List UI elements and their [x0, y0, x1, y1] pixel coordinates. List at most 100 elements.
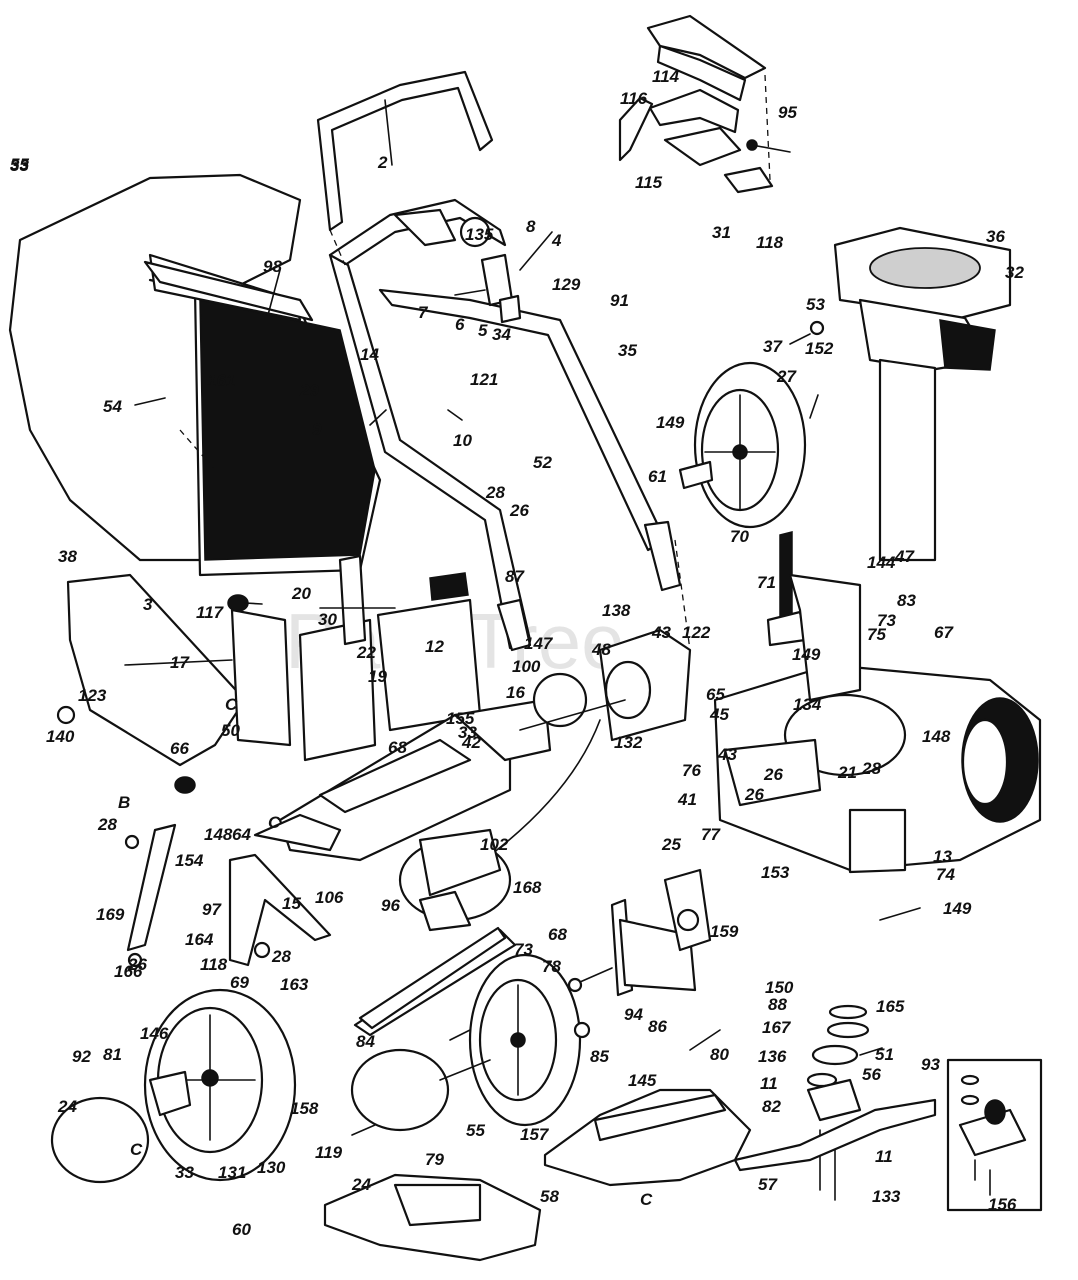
mower-handle [316, 70, 682, 652]
callout-label: 26 [763, 765, 783, 784]
callout-label: C [268, 813, 281, 832]
callout-label: 88 [768, 995, 787, 1014]
callout-label: 51 [875, 1045, 894, 1064]
callout-label: 167 [762, 1018, 792, 1037]
callout-label: 84 [356, 1032, 375, 1051]
callout-label: 21 [837, 763, 857, 782]
callout-label: 118 [756, 233, 784, 252]
callout-label: 25 [661, 835, 681, 854]
callout-label: 148 [922, 727, 951, 746]
callout-label: 133 [872, 1187, 901, 1206]
callout-label: 36 [986, 227, 1005, 246]
callout-label: 159 [710, 922, 739, 941]
callout-label: B [118, 793, 130, 812]
callout-label: 33 [175, 1163, 194, 1182]
callout-label: 145 [628, 1071, 657, 1090]
callout-label: 77 [701, 825, 721, 844]
callout-label: 83 [897, 591, 916, 610]
callout-label: 45 [709, 705, 729, 724]
callout-label: 67 [934, 623, 954, 642]
callout-label: 38 [58, 547, 77, 566]
leader-lines [124, 99, 921, 1136]
callout-label: 3 [143, 595, 153, 614]
callout-label: 65 [706, 685, 725, 704]
callout-label: 76 [682, 761, 701, 780]
callout-label: 94 [624, 1005, 643, 1024]
callout-label: 123 [78, 686, 107, 705]
callout-label: 31 [712, 223, 731, 242]
callout-label: 57 [758, 1175, 778, 1194]
discharge-plate [398, 828, 512, 932]
callout-label: 168 [513, 878, 542, 897]
callout-label: 60 [232, 1220, 251, 1239]
callout-label: 73 [514, 940, 533, 959]
callout-label: 149 [792, 645, 821, 664]
callout-label: 64 [232, 825, 251, 844]
engine [789, 226, 1012, 562]
callout-label: 161 [207, 371, 235, 390]
callout-label: 30 [318, 610, 337, 629]
rear-door [56, 573, 292, 767]
callout-label: 82 [762, 1097, 781, 1116]
callout-label: 114 [652, 67, 680, 86]
callout-label: 26 [509, 501, 529, 520]
callout-label: 16 [506, 683, 525, 702]
callout-label: 98 [263, 257, 282, 276]
callout-label: 131 [218, 1163, 246, 1182]
callout-label: 28 [271, 947, 291, 966]
callout-label: 92 [72, 1047, 91, 1066]
callout-label: 42 [461, 733, 481, 752]
callout-label: 132 [614, 733, 643, 752]
callout-label: 156 [988, 1195, 1017, 1214]
callout-label: 85 [590, 1047, 609, 1066]
drive-assembly [469, 531, 862, 871]
callout-label: 55 [466, 1121, 485, 1140]
height-lever [567, 868, 712, 997]
callout-label: 86 [648, 1017, 667, 1036]
callout-label: 74 [936, 865, 955, 884]
callout-label: 37 [763, 337, 783, 356]
callout-label: 95 [778, 103, 797, 122]
callout-label: 6 [455, 315, 465, 334]
callout-label: 115 [635, 173, 663, 192]
callout-label: 15 [282, 894, 301, 913]
callout-label: 164 [185, 930, 214, 949]
callout-label: 11 [760, 1074, 778, 1093]
callout-label: 7 [418, 303, 429, 322]
callout-label: 22 [356, 643, 376, 662]
callout-label: 28 [97, 815, 117, 834]
callout-label: 149 [943, 899, 972, 918]
callout-label: 5 [478, 321, 488, 340]
callout-label: 50 [221, 721, 240, 740]
callout-label: 116 [620, 89, 648, 108]
callout-label: 81 [103, 1045, 122, 1064]
callout-label: 69 [230, 973, 249, 992]
callout-label: 106 [315, 888, 344, 907]
callout-label: 43 [651, 623, 671, 642]
callout-label: 11 [875, 1147, 893, 1166]
inset-adapter-detail [946, 1058, 1043, 1212]
callout-label: 34 [492, 325, 511, 344]
callout-label: 117 [196, 603, 225, 622]
callout-label: 17 [170, 653, 190, 672]
callout-label: 19 [368, 667, 387, 686]
callout-label: 153 [761, 863, 790, 882]
callout-label: 100 [512, 657, 541, 676]
callout-label: 47 [894, 547, 915, 566]
callout-label: 91 [610, 291, 629, 310]
callout-label: 146 [140, 1024, 169, 1043]
callout-label: 9 [312, 420, 322, 439]
callout-label: 29 [299, 381, 319, 400]
height-adjust-brackets [124, 776, 342, 968]
callout-label: 155 [446, 709, 475, 728]
wheel-front-left [50, 988, 297, 1184]
callout-label: 2 [377, 153, 388, 172]
callout-label: 52 [533, 453, 552, 472]
callout-label: 149 [656, 413, 685, 432]
mulch-cover-57 [323, 1173, 542, 1262]
callout-label: 157 [520, 1125, 550, 1144]
grass-catcher-bag [8, 173, 382, 577]
callout-label: 66 [170, 739, 189, 758]
callout-label: 150 [765, 978, 794, 997]
